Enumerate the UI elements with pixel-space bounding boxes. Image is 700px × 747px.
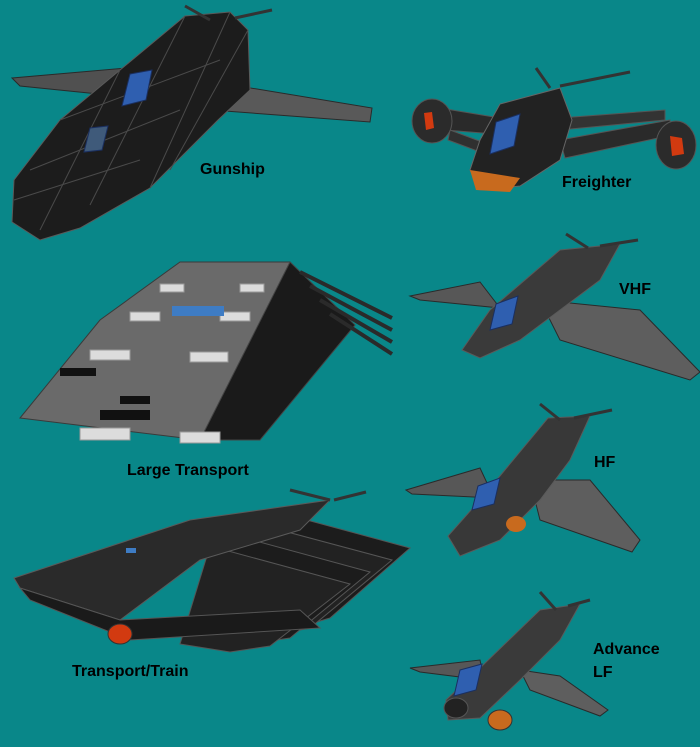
vhf-antenna-2 [599,238,639,248]
vhf-left-wing [408,281,502,309]
hf-antenna-2 [573,408,613,420]
freighter-label: Freighter [562,174,632,191]
gunship-antenna [184,4,211,22]
hf-engine [506,516,526,532]
large-transport-panels [79,283,265,444]
hf-model [404,402,641,557]
freighter-nose-glow [470,170,520,192]
freighter-canopy [489,113,521,155]
hf-antenna [539,402,561,422]
advance-lf-model [409,591,609,731]
gunship-canopy-rear [83,125,109,153]
freighter-model [411,67,697,192]
large-transport-label: Large Transport [127,462,249,479]
large-transport-model [19,261,394,444]
freighter-right-engine-glow [670,136,684,156]
large-transport-pyramid [199,261,356,441]
hf-label: HF [594,454,616,471]
hf-body [447,415,591,557]
vhf-label: VHF [619,281,651,298]
freighter-left-engine-glow [424,112,434,130]
advance-lf-engine-right [487,709,513,731]
transport-train-engine [107,623,133,645]
vhf-right-wing [539,299,700,381]
advance-lf-label-line-1: Advance [593,641,660,658]
freighter-body [469,87,573,191]
advance-lf-antenna [538,591,558,611]
hf-right-wing [529,479,641,553]
gunship-canopy [121,69,153,107]
transport-train-canopy [126,548,136,553]
advance-lf-label-line-2: LF [593,664,613,681]
transport-train-label: Transport/Train [72,663,189,680]
advance-lf-antenna-2 [567,598,591,608]
advance-lf-engine-left [443,697,469,719]
hf-canopy [471,477,501,511]
freighter-antenna-2 [559,70,631,88]
vhf-canopy [489,295,519,331]
gunship-antenna-2 [234,8,273,20]
advance-lf-canopy [453,663,483,697]
gunship-model [10,4,373,241]
advance-lf-right-wing [519,669,609,717]
large-transport-rails [299,270,394,356]
transport-train-lower-wing [18,587,322,641]
large-transport-window-strip [172,306,224,316]
transport-train-antenna [289,488,331,502]
large-transport-dark-panels [60,368,150,420]
vhf-body [461,243,621,359]
freighter-antenna [534,67,552,89]
transport-train-antenna-2 [333,490,367,502]
gunship-label: Gunship [200,161,265,178]
transport-train-model [13,488,412,653]
vhf-model [408,232,700,381]
vhf-antenna [565,232,589,250]
